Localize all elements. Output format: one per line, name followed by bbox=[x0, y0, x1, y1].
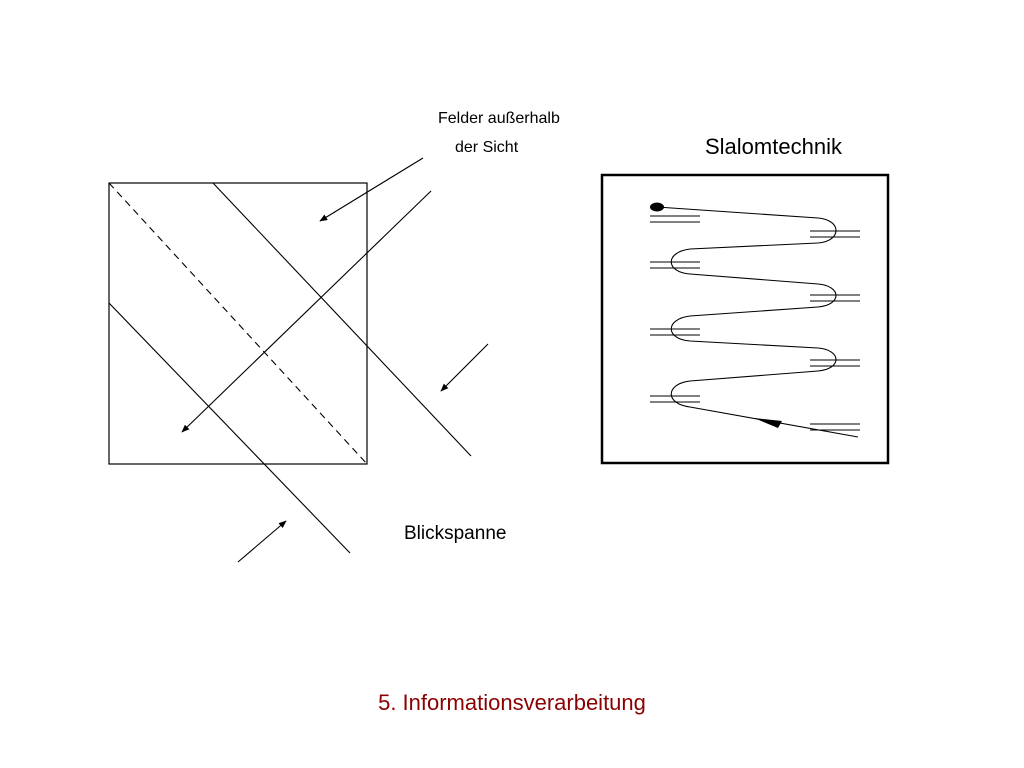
eye-span-diagram bbox=[108, 157, 489, 563]
slalom-direction-arrowhead bbox=[754, 418, 782, 428]
dashed-diagonal-line bbox=[108, 182, 368, 465]
eye-span-arrow-left bbox=[237, 520, 287, 563]
slalom-diagram bbox=[600, 173, 890, 465]
outside-view-label-line2: der Sicht bbox=[455, 139, 519, 156]
slalom-frame bbox=[600, 173, 890, 465]
eye-span-lower-boundary bbox=[108, 302, 351, 554]
eye-span-label: Blickspanne bbox=[404, 523, 507, 544]
reading-window-square bbox=[108, 182, 368, 465]
outside-view-arrow-upper bbox=[319, 157, 424, 222]
outside-view-label-line1: Felder außerhalb bbox=[438, 110, 560, 127]
outside-view-arrow-long bbox=[181, 190, 432, 433]
eye-span-arrow-right bbox=[440, 343, 489, 392]
footer-title: 5. Informationsverarbeitung bbox=[378, 690, 646, 715]
slalom-title: Slalomtechnik bbox=[705, 134, 842, 159]
text-line-marks bbox=[650, 215, 860, 431]
slalom-eye-path bbox=[656, 206, 859, 438]
eye-span-upper-boundary bbox=[212, 182, 472, 457]
